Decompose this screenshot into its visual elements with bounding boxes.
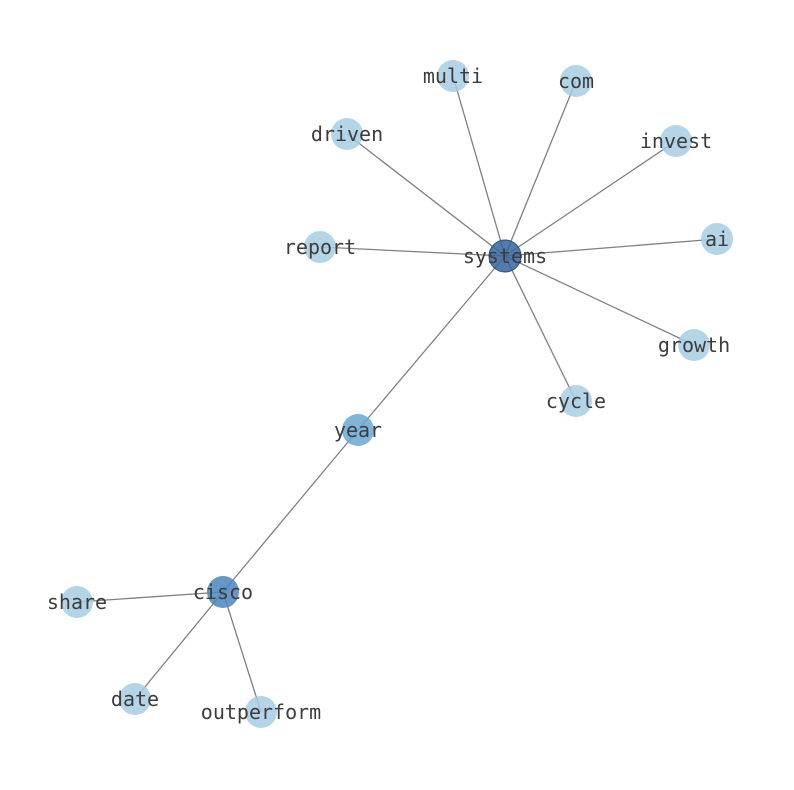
node-label-growth: growth: [658, 333, 730, 357]
node-systems: [488, 239, 522, 273]
edge-systems-year: [357, 255, 506, 431]
node-label-multi: multi: [423, 64, 483, 88]
node-label-report: report: [284, 235, 356, 259]
node-com: [560, 65, 592, 97]
node-outperform: [245, 696, 277, 728]
node-multi: [437, 60, 469, 92]
node-label-ai: ai: [705, 227, 729, 251]
edge-systems-report: [319, 246, 506, 257]
node-label-com: com: [558, 69, 594, 93]
edge-cisco-outperform: [222, 591, 262, 713]
edge-systems-multi: [452, 75, 506, 257]
edges-layer: [76, 75, 718, 713]
edge-systems-ai: [504, 238, 718, 257]
node-year: [342, 414, 374, 446]
node-growth: [678, 329, 710, 361]
node-label-driven: driven: [311, 122, 383, 146]
node-label-year: year: [334, 418, 382, 442]
node-label-outperform: outperform: [201, 700, 321, 724]
node-invest: [660, 125, 692, 157]
edge-systems-com: [504, 80, 577, 257]
edge-systems-invest: [504, 140, 677, 257]
node-cycle: [560, 385, 592, 417]
edge-systems-cycle: [504, 255, 577, 402]
node-cisco: [207, 576, 239, 608]
edge-cisco-date: [134, 591, 224, 700]
node-driven: [331, 118, 363, 150]
labels-layer: systems multi com driven invest report ai growt…: [47, 64, 730, 724]
edge-systems-growth: [504, 255, 695, 346]
node-label-date: date: [111, 687, 159, 711]
nodes-layer: [61, 60, 733, 728]
node-label-invest: invest: [640, 129, 712, 153]
edge-year-cisco: [222, 429, 359, 593]
node-label-share: share: [47, 590, 107, 614]
node-label-systems: systems: [463, 244, 547, 268]
node-share: [61, 586, 93, 618]
node-date: [119, 683, 151, 715]
node-report: [304, 231, 336, 263]
node-label-cisco: cisco: [193, 580, 253, 604]
node-ai: [701, 223, 733, 255]
edge-cisco-share: [76, 591, 224, 603]
edge-systems-driven: [346, 133, 506, 257]
node-label-cycle: cycle: [546, 389, 606, 413]
